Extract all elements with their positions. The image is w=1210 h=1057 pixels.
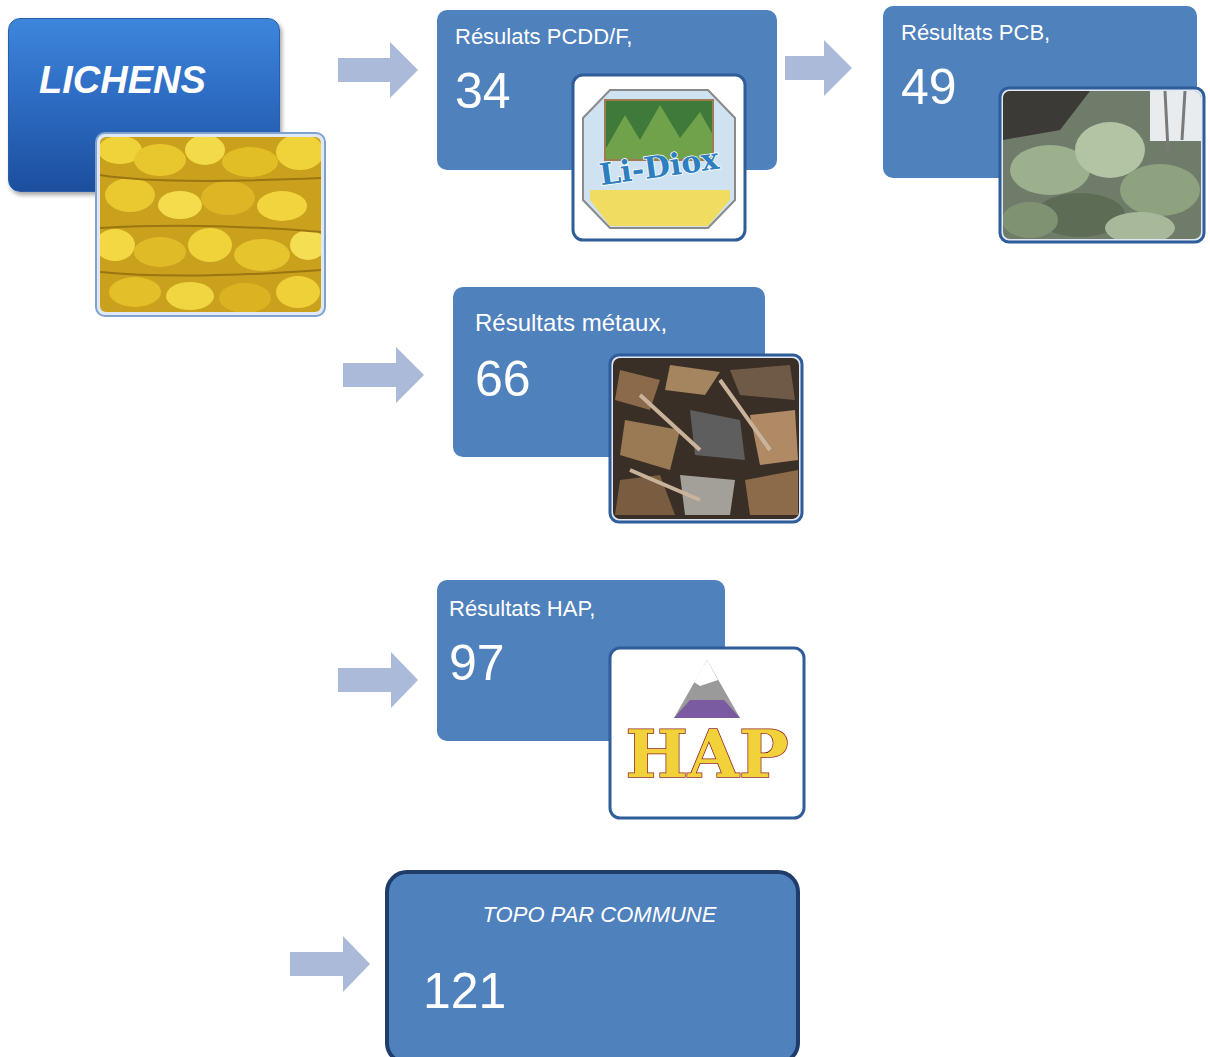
result-count: 66 bbox=[475, 351, 531, 409]
box-heading: LICHENS bbox=[39, 59, 206, 103]
result-count: 121 bbox=[423, 963, 506, 1021]
logo-text: HAP bbox=[615, 718, 799, 791]
block-arrow bbox=[338, 652, 418, 708]
result-count: 97 bbox=[449, 635, 505, 693]
result-box: TOPO PAR COMMUNE 121 bbox=[385, 870, 800, 1057]
box-heading: Résultats HAP, bbox=[449, 596, 595, 621]
pcb-photo bbox=[1000, 88, 1204, 244]
hap-logo bbox=[610, 648, 804, 818]
result-count: 34 bbox=[455, 63, 511, 121]
box-heading: TOPO PAR COMMUNE bbox=[483, 902, 717, 927]
block-arrow bbox=[785, 40, 852, 96]
lichen-photo bbox=[95, 133, 326, 316]
result-count: 49 bbox=[901, 59, 957, 117]
block-arrow bbox=[343, 347, 424, 403]
metal-scrap-photo bbox=[610, 355, 802, 522]
block-arrow bbox=[338, 42, 418, 98]
block-arrow bbox=[290, 936, 370, 992]
box-heading: Résulats PCDD/F, bbox=[455, 24, 632, 49]
li-diox-logo bbox=[573, 75, 745, 240]
box-heading: Résultats métaux, bbox=[475, 309, 667, 337]
box-heading: Résultats PCB, bbox=[901, 20, 1050, 45]
